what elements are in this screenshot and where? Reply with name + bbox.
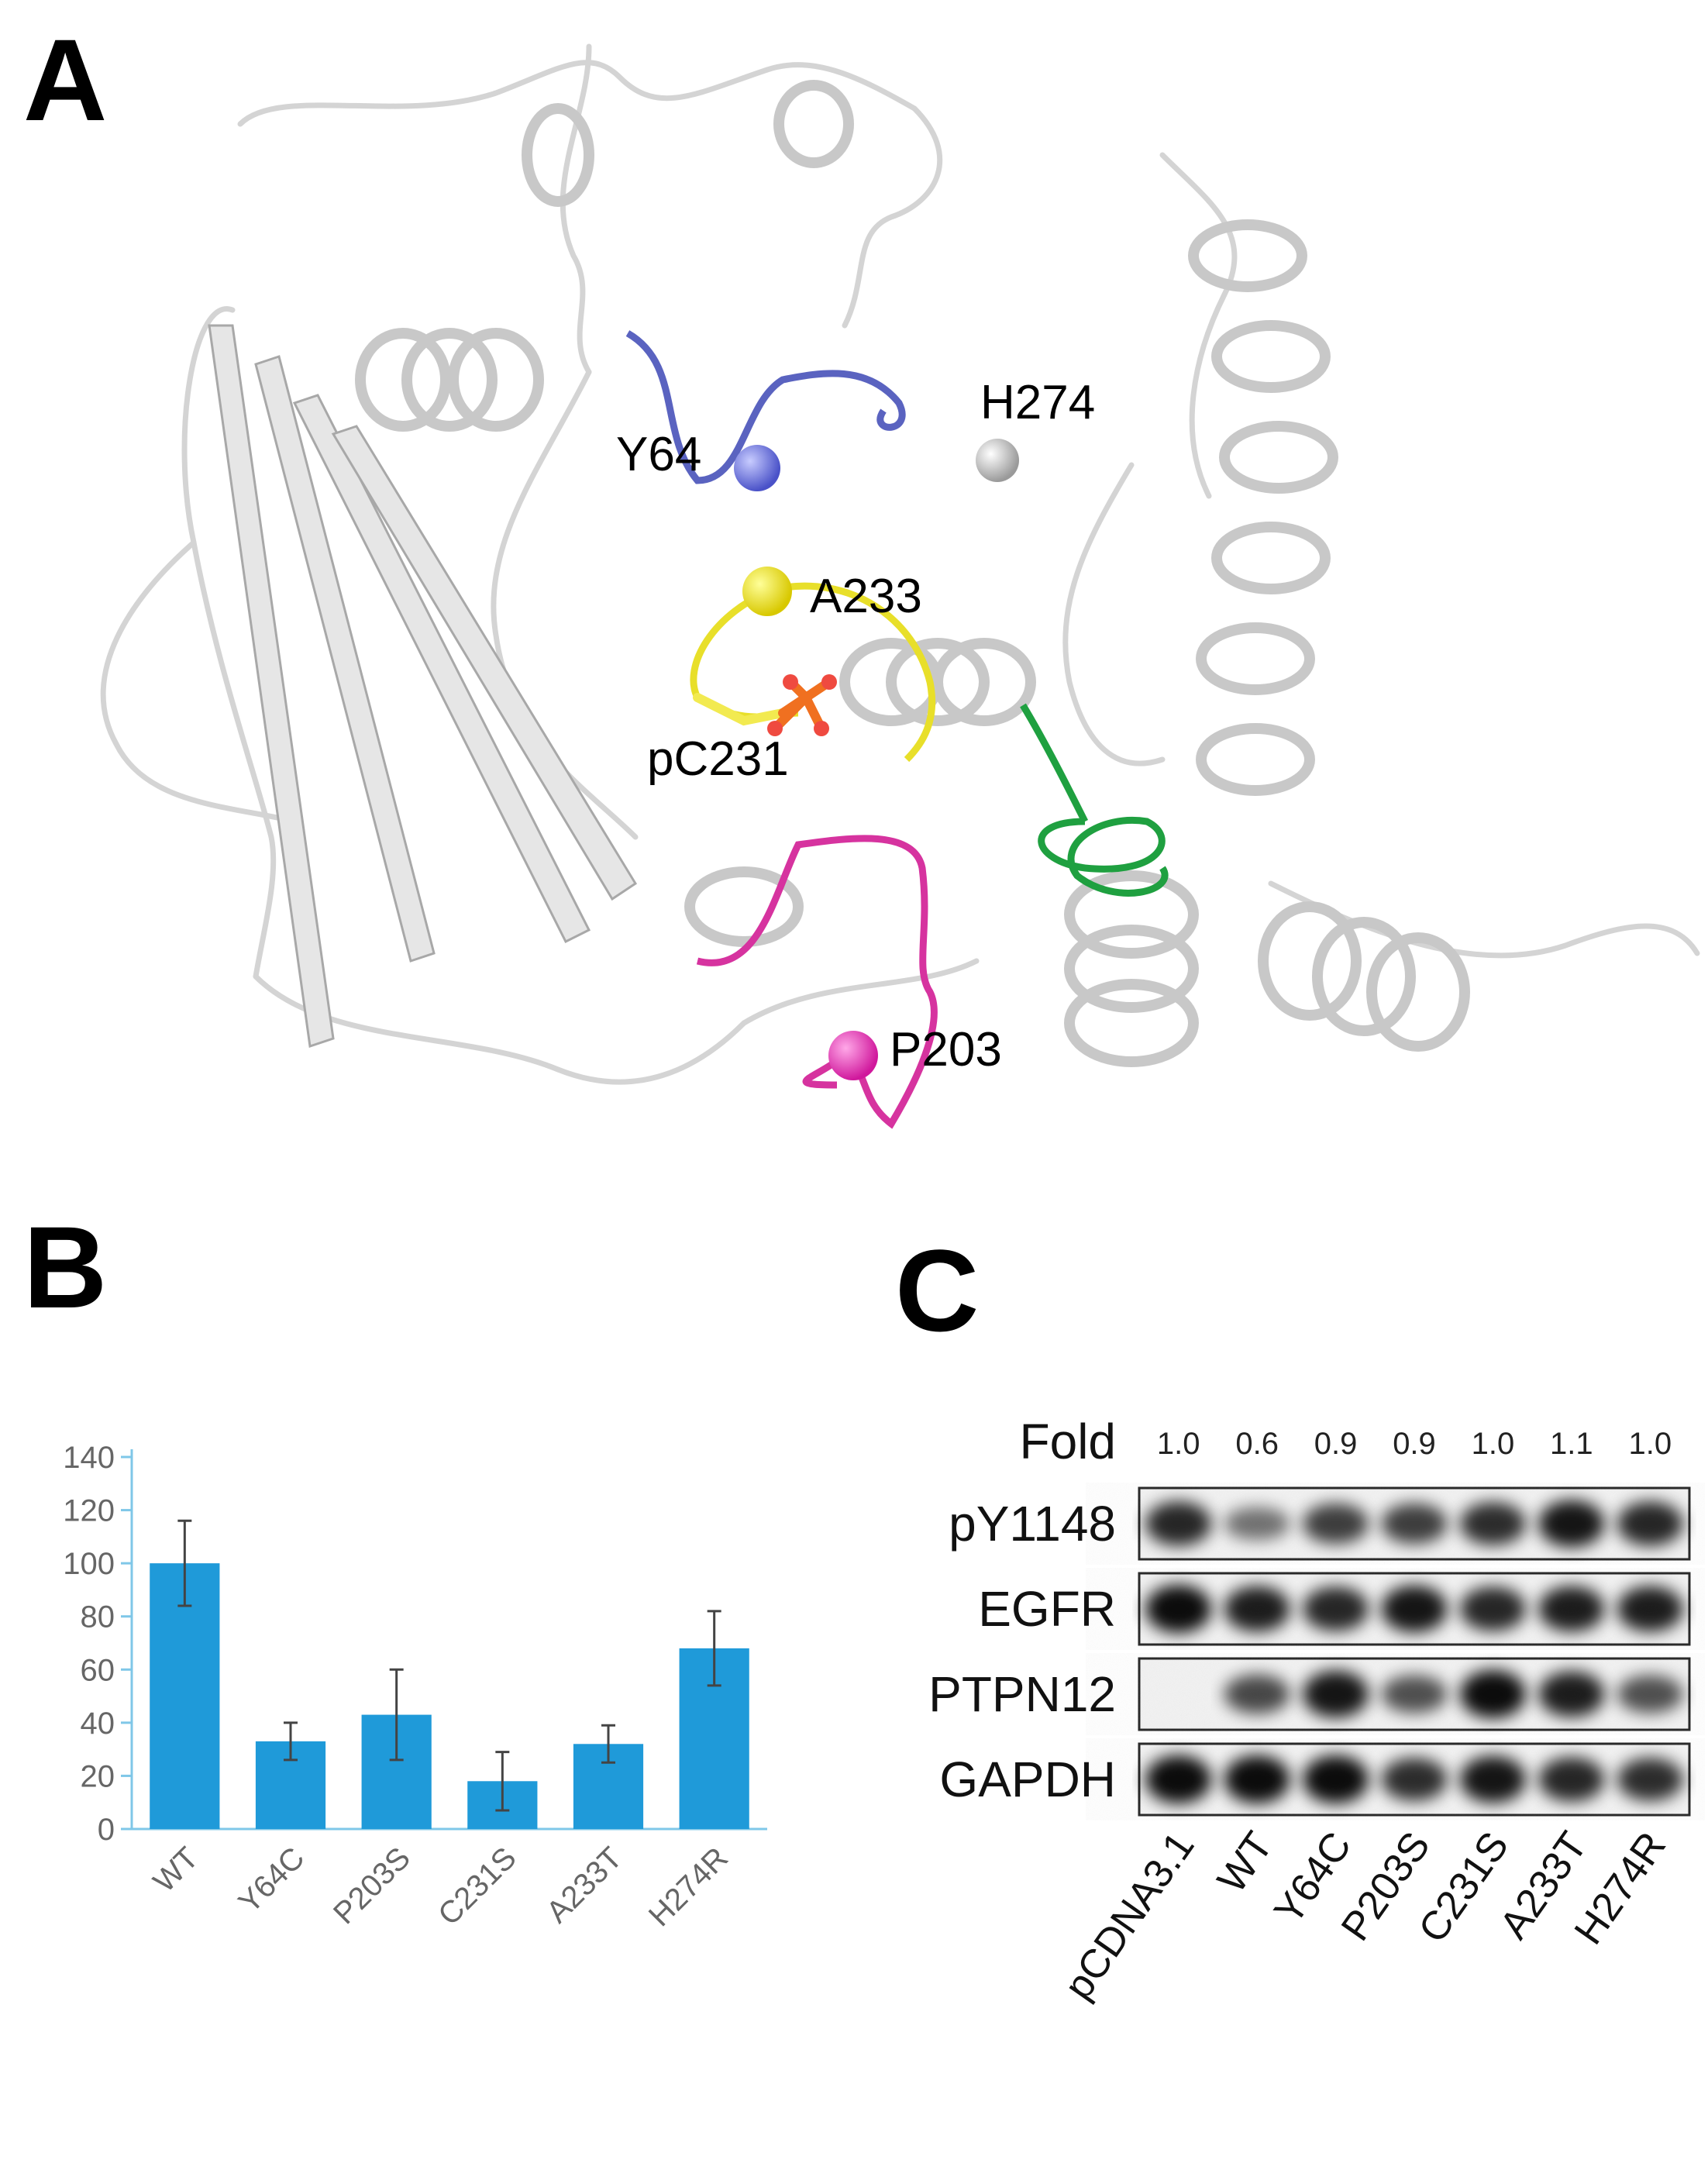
panel-label-b: B bbox=[23, 1202, 108, 1332]
panel-label-a: A bbox=[23, 15, 108, 145]
y-tick-label: 0 bbox=[98, 1813, 115, 1847]
blot-band bbox=[1302, 1586, 1369, 1631]
green-loop bbox=[1020, 703, 1169, 897]
protein-structure-figure: Y64 H274 A233 pC231 P203 bbox=[100, 43, 1700, 1129]
blot-band bbox=[1459, 1502, 1527, 1545]
lane-label: pCDNA3.1 bbox=[1055, 1824, 1203, 2008]
y-tick-label: 40 bbox=[81, 1707, 115, 1741]
residue-sphere-a233 bbox=[742, 567, 792, 616]
blot-band bbox=[1459, 1755, 1527, 1803]
fold-value: 1.0 bbox=[1472, 1427, 1515, 1461]
x-tick-label: Y64C bbox=[232, 1841, 311, 1920]
panel-label-c: C bbox=[895, 1225, 980, 1355]
blot-band bbox=[1538, 1586, 1605, 1632]
blot-band bbox=[1617, 1675, 1683, 1714]
y-tick-label: 100 bbox=[63, 1547, 115, 1581]
blot-band bbox=[1145, 1755, 1212, 1804]
blot-band bbox=[1302, 1670, 1369, 1718]
fold-value: 1.0 bbox=[1628, 1427, 1672, 1461]
residue-sphere-y64 bbox=[734, 445, 780, 491]
x-tick-label: C231S bbox=[432, 1841, 523, 1932]
fold-value: 0.6 bbox=[1235, 1427, 1279, 1461]
phosphocysteine-sticks bbox=[693, 674, 837, 736]
blot-band bbox=[1459, 1586, 1527, 1631]
alpha-helices bbox=[355, 80, 1470, 1067]
blot-band bbox=[1381, 1585, 1448, 1633]
y-tick-label: 60 bbox=[81, 1653, 115, 1687]
x-tick-label: A233T bbox=[540, 1841, 628, 1929]
beta-sheet bbox=[208, 324, 638, 1048]
blot-row-label: PTPN12 bbox=[928, 1666, 1116, 1722]
residue-sphere-p203 bbox=[828, 1031, 878, 1080]
blot-row-label: GAPDH bbox=[939, 1752, 1116, 1807]
blot-band bbox=[1145, 1501, 1212, 1546]
blot-band bbox=[1145, 1584, 1212, 1634]
y-tick-label: 140 bbox=[63, 1441, 115, 1475]
blot-band bbox=[1538, 1757, 1605, 1802]
blot-row-label: EGFR bbox=[978, 1581, 1116, 1637]
blot-band bbox=[1381, 1758, 1448, 1801]
fold-label: Fold bbox=[1020, 1414, 1117, 1469]
blot-band bbox=[1224, 1586, 1290, 1632]
blot-band bbox=[1538, 1500, 1605, 1548]
fold-value: 1.0 bbox=[1157, 1427, 1200, 1461]
residue-label-y64: Y64 bbox=[616, 428, 701, 481]
blot-band bbox=[1617, 1586, 1683, 1632]
blot-band bbox=[1617, 1758, 1683, 1801]
ribbon-backbone bbox=[100, 43, 1700, 1085]
blue-loop bbox=[625, 330, 906, 484]
y-tick-label: 80 bbox=[81, 1600, 115, 1634]
fold-value: 0.9 bbox=[1314, 1427, 1358, 1461]
lane-label: WT bbox=[1209, 1824, 1282, 1901]
y-tick-label: 120 bbox=[63, 1494, 115, 1528]
blot-band bbox=[1381, 1503, 1448, 1545]
blot-band bbox=[1381, 1675, 1448, 1714]
blot-band bbox=[1224, 1755, 1290, 1804]
x-tick-label: H274R bbox=[642, 1841, 735, 1933]
blot-row-label: pY1148 bbox=[949, 1496, 1116, 1552]
blot-band bbox=[1617, 1501, 1683, 1546]
blot-band bbox=[1224, 1507, 1290, 1541]
y-tick-label: 20 bbox=[81, 1759, 115, 1793]
blot-band bbox=[1302, 1503, 1369, 1545]
x-tick-label: P203S bbox=[327, 1841, 417, 1931]
residue-label-h274: H274 bbox=[980, 376, 1095, 429]
residue-sphere-h274 bbox=[976, 439, 1019, 482]
residue-label-pc231: pC231 bbox=[647, 732, 789, 786]
residue-label-p203: P203 bbox=[890, 1023, 1002, 1076]
blot-band bbox=[1302, 1755, 1369, 1804]
x-tick-label: WT bbox=[147, 1841, 205, 1899]
fold-value: 0.9 bbox=[1393, 1427, 1436, 1461]
blot-band bbox=[1538, 1671, 1605, 1717]
blot-band bbox=[1224, 1674, 1290, 1714]
fold-value: 1.1 bbox=[1550, 1427, 1593, 1461]
bar bbox=[150, 1563, 220, 1829]
blot-band bbox=[1459, 1669, 1527, 1719]
residue-label-a233: A233 bbox=[810, 570, 922, 623]
